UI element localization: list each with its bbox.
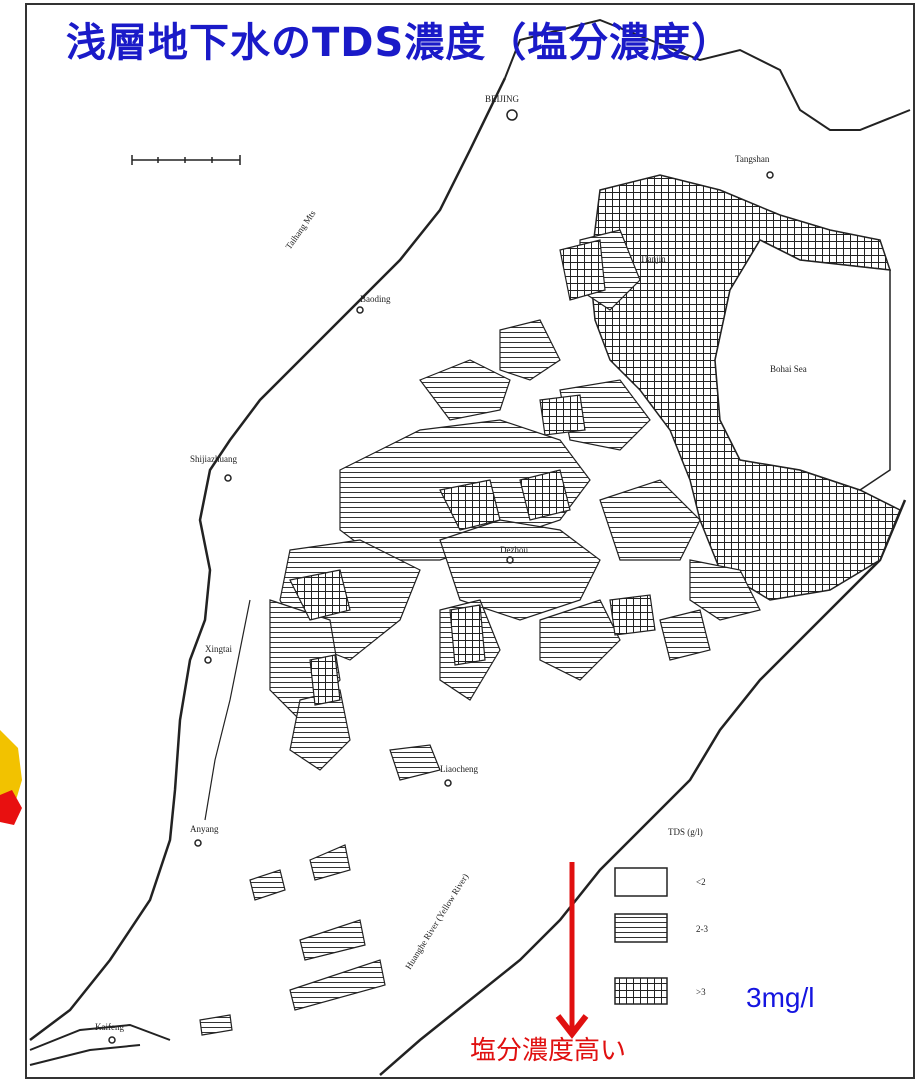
label-shijiazhuang: Shijiazhuang — [190, 454, 237, 464]
basin-boundary-west — [29, 77, 507, 1041]
salinity-direction-label: 塩分濃度高い — [470, 1036, 627, 1066]
lower-left-rivers — [29, 1023, 171, 1066]
scale-bar — [131, 155, 241, 165]
legend-swatch-high — [614, 977, 668, 1005]
legend-swatch-mid — [614, 913, 668, 943]
legend-label-mid: 2-3 — [696, 924, 708, 934]
label-tangshan: Tangshan — [735, 154, 770, 164]
label-bohai-sea: Bohai Sea — [770, 364, 807, 374]
legend-title: TDS (g/l) — [668, 827, 703, 837]
legend: TDS (g/l) <2 2-3 >3 — [614, 827, 708, 1005]
city-markers — [108, 109, 774, 1044]
label-xingtai: Xingtai — [205, 644, 232, 654]
label-taihang: Taihang Mts — [283, 208, 317, 251]
label-anyang: Anyang — [190, 824, 219, 834]
legend-label-high: >3 — [696, 987, 706, 997]
label-yellow-river: Huanghe River (Yellow River) — [403, 872, 470, 971]
salinity-arrow — [555, 862, 589, 1039]
threshold-annotation: 3mg/l — [746, 982, 815, 1013]
label-beijing: BEIJING — [485, 94, 519, 104]
map-title: 浅層地下水のTDS濃度（塩分濃度） — [66, 20, 733, 66]
legend-label-low: <2 — [696, 877, 706, 887]
label-dezhou: Dezhou — [500, 545, 528, 555]
label-kaifeng: Kaifeng — [95, 1022, 124, 1032]
label-baoding: Baoding — [360, 294, 391, 304]
clipped-inset-graphic — [0, 730, 22, 825]
outer-boundary-west — [204, 599, 251, 821]
legend-swatch-low — [614, 867, 668, 897]
tds-over-3-zones — [289, 239, 656, 706]
basin-boundary-southeast — [379, 499, 907, 1076]
map-frame — [25, 3, 915, 1079]
bohai-sea — [714, 239, 891, 491]
southern-lenses — [199, 844, 386, 1036]
label-liaocheng: Liaocheng — [440, 764, 478, 774]
label-tianjin: Tianjin — [640, 254, 666, 264]
north-coastline — [504, 18, 911, 131]
